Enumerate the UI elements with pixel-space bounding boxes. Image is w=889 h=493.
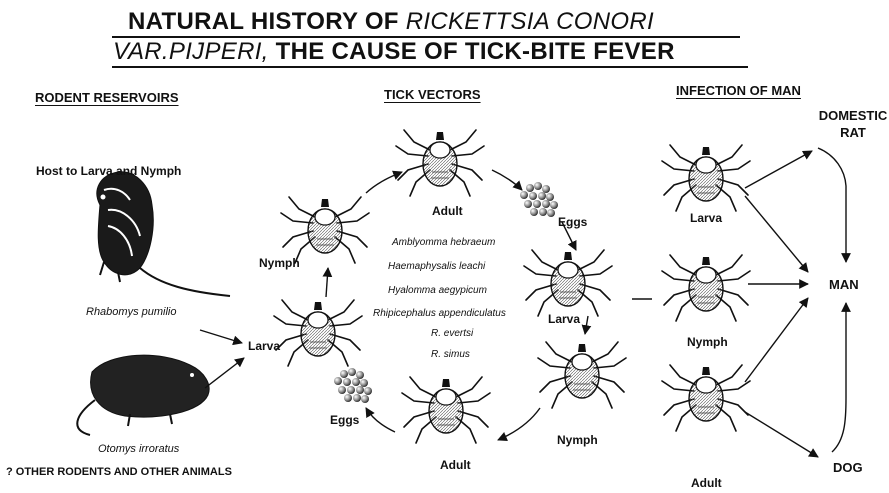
- vlei-rat-illustration: [77, 355, 209, 435]
- target-label-rat: RAT: [817, 126, 889, 139]
- tick-adult-top: [396, 130, 484, 196]
- diagram-title-line2: VAR.PIJPERI, THE CAUSE OF TICK-BITE FEVE…: [113, 40, 675, 64]
- stage-label-larva-right: Larva: [548, 313, 580, 325]
- species-name: Haemaphysalis leachi: [388, 262, 485, 272]
- tick-larva-right: [524, 250, 612, 316]
- host-label: Host to Larva and Nymph: [36, 165, 181, 177]
- infection-label-larva: Larva: [690, 212, 722, 224]
- tick-infection-larva: [662, 145, 750, 211]
- tick-larva-left: [274, 300, 362, 366]
- cycle-arrows: [200, 170, 652, 440]
- section-heading-tick-vectors: TICK VECTORS: [384, 88, 481, 101]
- stage-label-eggs-right: Eggs: [558, 216, 587, 228]
- stage-label-nymph-left: Nymph: [259, 257, 300, 269]
- tick-infection-nymph: [662, 255, 750, 321]
- infection-arrows: [745, 148, 846, 457]
- title-underline-2: [112, 66, 748, 68]
- stage-label-adult-bottom: Adult: [440, 459, 471, 471]
- other-hosts-label: ? OTHER RODENTS AND OTHER ANIMALS: [6, 467, 232, 478]
- infection-label-nymph: Nymph: [687, 336, 728, 348]
- species-name: R. simus: [431, 350, 470, 360]
- target-label-domestic: DOMESTIC: [817, 109, 889, 122]
- species-name: Rhipicephalus appendiculatus: [373, 309, 506, 319]
- species-name: Hyalomma aegypicum: [388, 286, 487, 296]
- stage-label-nymph-right: Nymph: [557, 434, 598, 446]
- species-name: R. evertsi: [431, 329, 473, 339]
- species-name: Amblyomma hebraeum: [392, 238, 495, 248]
- eggs-cluster-left: [334, 368, 372, 403]
- stage-label-eggs-left: Eggs: [330, 414, 359, 426]
- target-label-man: MAN: [829, 278, 859, 291]
- tick-infection-adult: [662, 365, 750, 431]
- stage-label-adult-top: Adult: [432, 205, 463, 217]
- section-heading-rodent-reservoirs: RODENT RESERVOIRS: [35, 91, 179, 104]
- infection-label-adult: Adult: [691, 477, 722, 489]
- section-heading-infection-of-man: INFECTION OF MAN: [676, 84, 801, 97]
- tick-nymph-left: [281, 197, 369, 263]
- stage-label-larva-left: Larva: [248, 340, 280, 352]
- tick-adult-bottom: [402, 377, 490, 443]
- rodent-species-2: Otomys irroratus: [98, 444, 179, 455]
- eggs-cluster-right: [520, 182, 558, 217]
- striped-mouse-illustration: [97, 172, 230, 296]
- tick-nymph-right: [538, 342, 626, 408]
- diagram-title-line1: NATURAL HISTORY OF RICKETTSIA CONORI: [128, 10, 654, 34]
- target-label-dog: DOG: [833, 461, 863, 474]
- rodent-species-1: Rhabomys pumilio: [86, 307, 176, 318]
